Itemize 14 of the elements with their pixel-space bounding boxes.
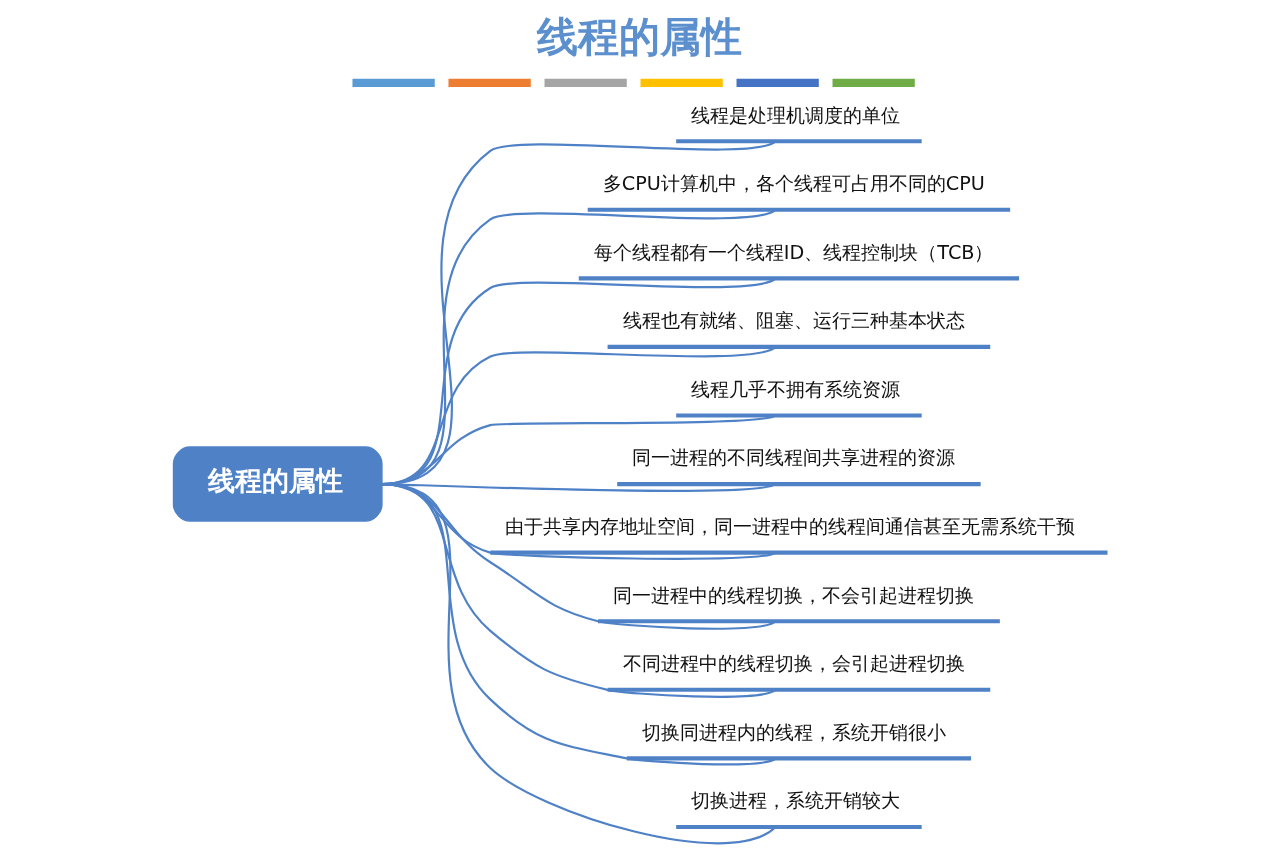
node-text: 不同进程中的线程切换，会引起进程切换 (622, 652, 965, 676)
connector (381, 483, 776, 845)
node-text: 切换进程，系统开销较大 (690, 789, 900, 813)
node-text: 线程也有就绪、阻塞、运行三种基本状态 (622, 309, 965, 333)
diagram-title: 线程的属性 (536, 13, 742, 62)
node-text: 多CPU计算机中，各个线程可占用不同的CPU (602, 172, 985, 196)
node-text: 由于共享内存地址空间，同一进程中的线程间通信甚至无需系统干预 (504, 515, 1075, 539)
node-text: 同一进程的不同线程间共享进程的资源 (631, 446, 955, 470)
node-text: 切换同进程内的线程，系统开销很小 (641, 720, 946, 744)
node-box: 线程的属性 (172, 446, 383, 522)
node-text: 同一进程中的线程切换，不会引起进程切换 (612, 583, 974, 607)
node-text: 每个线程都有一个线程ID、线程控制块（TCB） (593, 240, 993, 264)
node-text: 线程是处理机调度的单位 (690, 103, 900, 127)
node-text: 线程几乎不拥有系统资源 (690, 377, 900, 401)
